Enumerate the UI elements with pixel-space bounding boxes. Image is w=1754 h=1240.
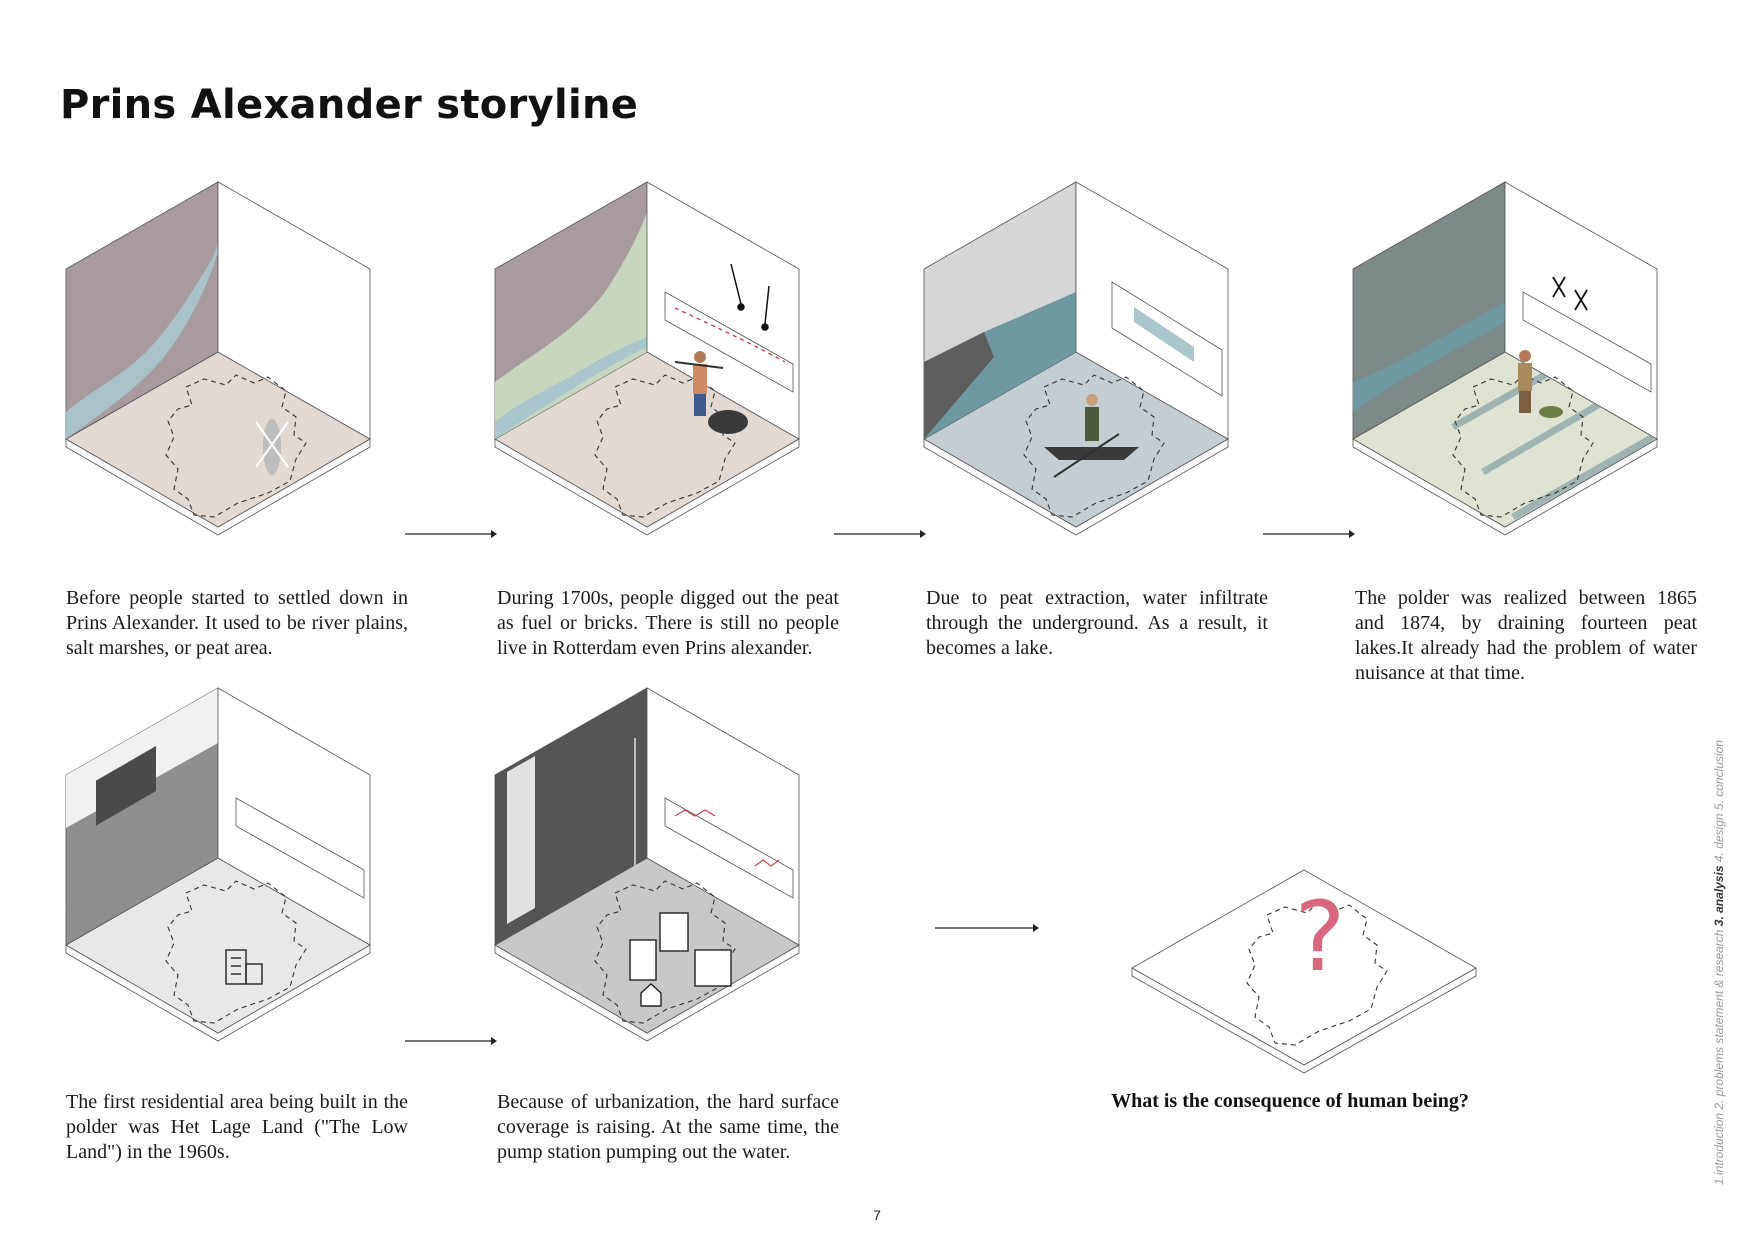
stage-6-illustration [495,688,805,1040]
stage-3-caption: Due to peat extraction, water infiltrate… [926,586,1268,661]
nav-after[interactable]: 4. design 5. conclusion [1712,740,1726,865]
stage-2-cube [495,182,805,534]
stage-5-illustration [66,688,376,1040]
arrow-5-to-6 [405,1034,497,1048]
question-mark-icon: ? [1295,881,1346,993]
chapter-navigation: 1.introduction 2. problems statement & r… [1712,745,1728,1185]
tower-building [507,756,535,924]
future-slab-illustration: ? [1132,860,1482,1082]
nav-active[interactable]: 3. analysis [1712,865,1726,926]
stage-1-illustration [66,182,376,534]
arrow-6-to-future [935,921,1039,935]
stage-4-cube [1353,182,1663,534]
arrow-1-to-2 [405,527,497,541]
stage-5-caption: The first residential area being built i… [66,1090,408,1165]
nav-before[interactable]: 1.introduction 2. problems statement & r… [1712,926,1726,1185]
stage-6-cube [495,688,805,1040]
stage-4-caption: The polder was realized between 1865 and… [1355,586,1697,686]
stage-5-cube [66,688,376,1040]
stage-6-caption: Because of urbanization, the hard surfac… [497,1090,839,1165]
stage-3-cube [924,182,1234,534]
arrow-3-to-4 [1263,527,1355,541]
page-title: Prins Alexander storyline [60,82,638,128]
arrow-2-to-3 [834,527,926,541]
stage-4-illustration [1353,182,1663,534]
stage-2-caption: During 1700s, people digged out the peat… [497,586,839,661]
stage-1-cube [66,182,376,534]
stage-2-illustration [495,182,805,534]
page-number: 7 [0,1207,1754,1223]
closing-question: What is the consequence of human being? [1080,1090,1500,1113]
future-slab: ? [1132,860,1482,1082]
stage-1-caption: Before people started to settled down in… [66,586,408,661]
stage-3-illustration [924,182,1234,534]
